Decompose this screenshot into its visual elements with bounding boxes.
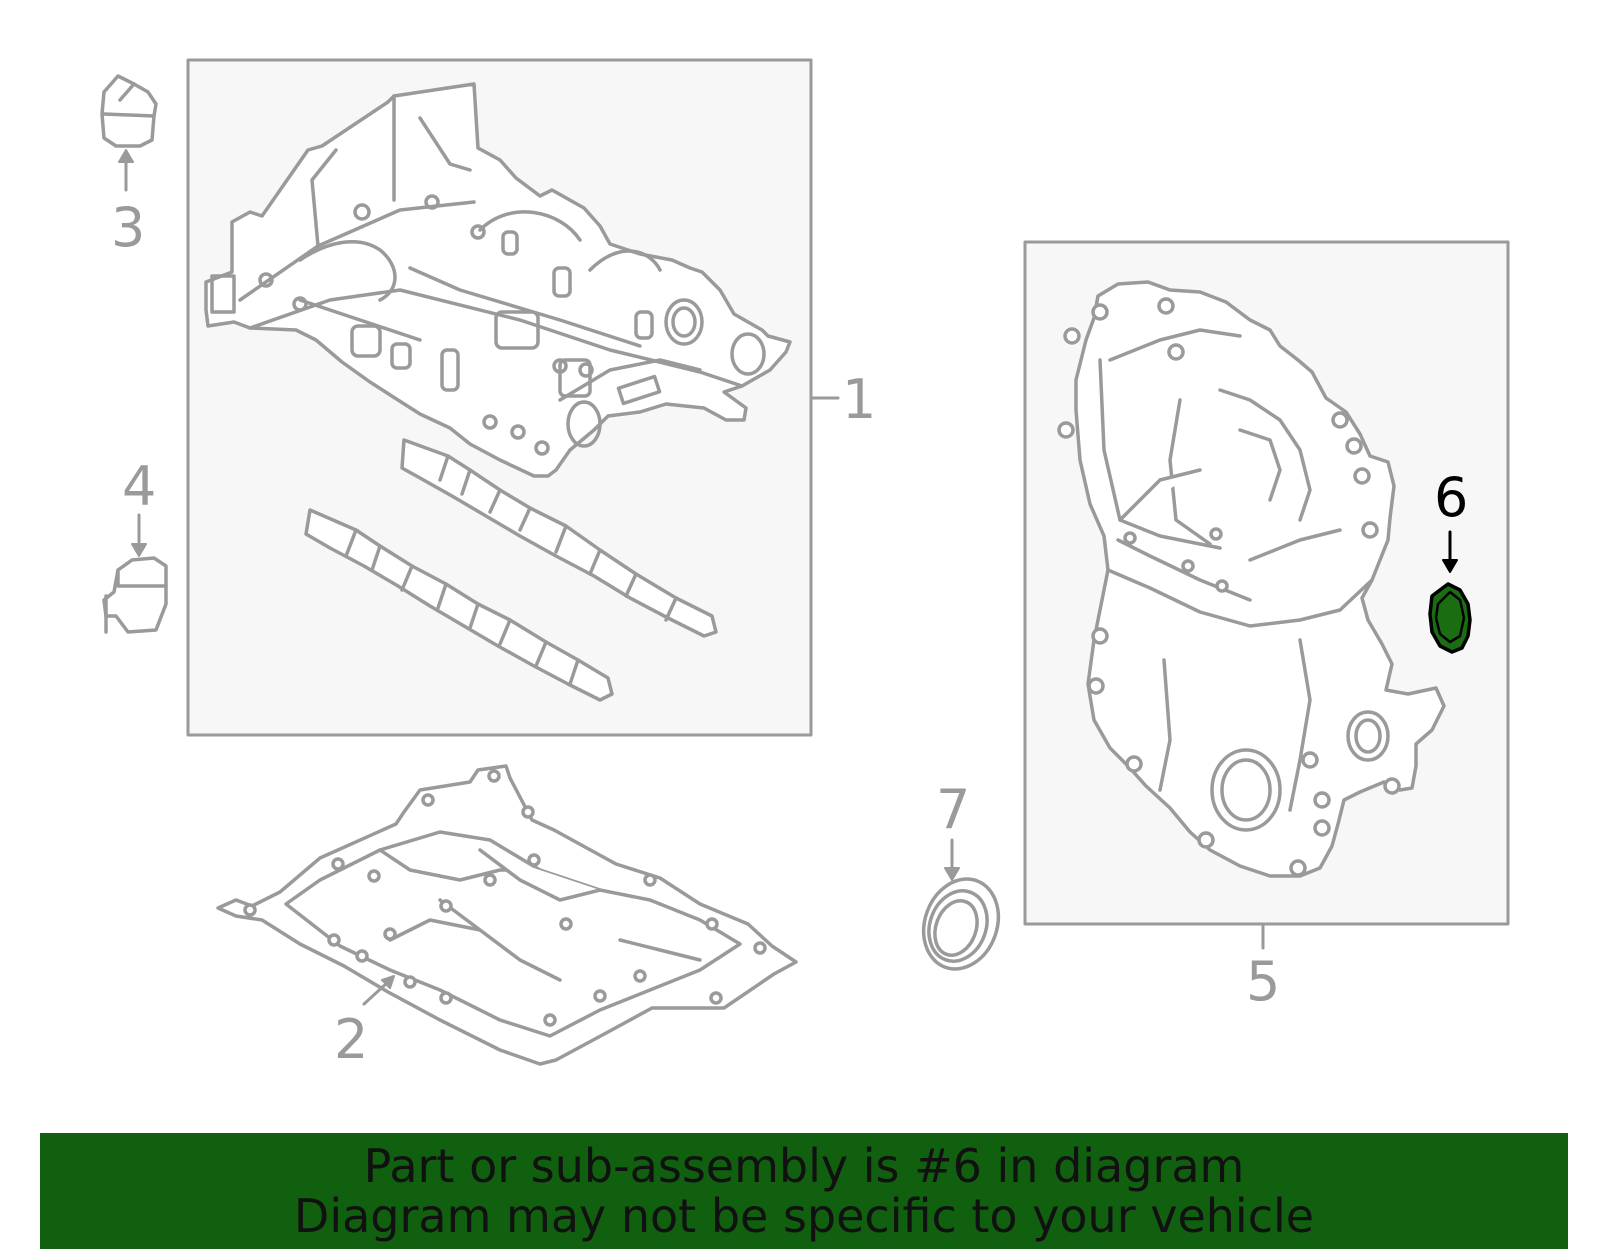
camshaft-lower <box>304 508 614 702</box>
callout-7: 7 <box>936 778 970 841</box>
oil-filler-cap-drawing <box>100 74 158 148</box>
banner-line-2: Diagram may not be specific to your vehi… <box>293 1189 1315 1243</box>
callout-6: 6 <box>1434 466 1468 529</box>
oil-pan-gasket-drawing <box>216 764 798 1066</box>
info-banner: Part or sub-assembly is #6 in diagram Di… <box>40 1133 1568 1249</box>
timing-cover-drawing <box>1057 280 1446 878</box>
callout-3: 3 <box>111 196 145 259</box>
banner-line-1: Part or sub-assembly is #6 in diagram <box>363 1139 1245 1193</box>
valve-cover-drawing <box>204 82 792 478</box>
front-crankshaft-seal-drawing <box>921 877 1001 971</box>
breather-valve-drawing <box>102 556 168 634</box>
callout-2: 2 <box>334 1008 368 1071</box>
callout-1: 1 <box>842 368 876 431</box>
camshaft-upper <box>400 438 718 638</box>
highlighted-part-6-drawing <box>1428 582 1472 654</box>
callout-4: 4 <box>122 455 156 518</box>
callout-5: 5 <box>1246 950 1280 1013</box>
